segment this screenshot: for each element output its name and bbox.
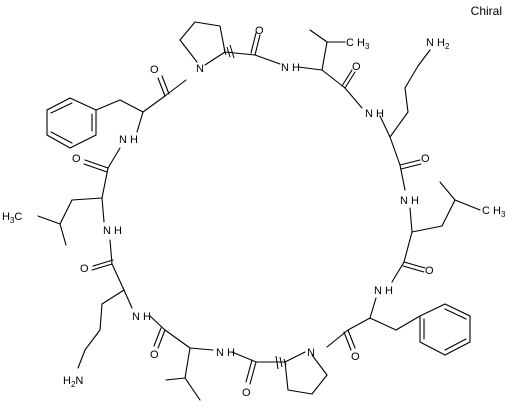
methyl-val1: C H3 — [346, 37, 370, 51]
stereo-hash-pro2 — [275, 355, 287, 370]
atom-n-pro1: N — [196, 63, 204, 75]
backbone-bonds — [37, 21, 481, 401]
atom-nh-val1: N H — [281, 62, 300, 74]
atom-o-val1: O — [352, 61, 361, 73]
phenyl-ring-1 — [46, 97, 97, 149]
atom-o-phe1: O — [150, 64, 159, 76]
atom-nh-phe1: N H — [119, 134, 138, 146]
atom-o-pro1: O — [255, 25, 264, 37]
stereo-hash-pro1 — [223, 44, 235, 59]
atom-nh-orn2: N H — [132, 311, 151, 323]
atom-o-val2: O — [150, 349, 159, 361]
atom-nh-leu2: N H — [400, 195, 419, 207]
phenyl-ring-2 — [419, 303, 471, 356]
atom-nh-val2: N H — [216, 347, 235, 359]
methyl-left: H3C — [2, 211, 22, 225]
atom-nh-phe2: N H — [374, 285, 393, 297]
amine-bottom: H2N — [63, 375, 83, 389]
atom-labels: N N H N H N H N H N N H N H N H N H O O … — [72, 25, 434, 399]
atom-nh-orn1: N H — [365, 108, 384, 120]
atom-n-pro2: N — [307, 347, 315, 359]
atom-nh-leu1: N H — [103, 225, 122, 237]
chiral-label: Chiral — [470, 4, 502, 18]
atom-o-orn1: O — [421, 153, 430, 165]
group-labels: N H2 H2N H3C C H3 C H3 C H3 — [2, 37, 506, 389]
atom-o-phe2: O — [351, 351, 360, 363]
atom-o-orn2: O — [80, 263, 89, 275]
atom-o-leu1: O — [72, 153, 81, 165]
atom-o-leu2: O — [425, 265, 434, 277]
amine-top: N H2 — [426, 37, 450, 51]
atom-o-pro2: O — [242, 387, 251, 399]
methyl-right: C H3 — [482, 205, 506, 219]
